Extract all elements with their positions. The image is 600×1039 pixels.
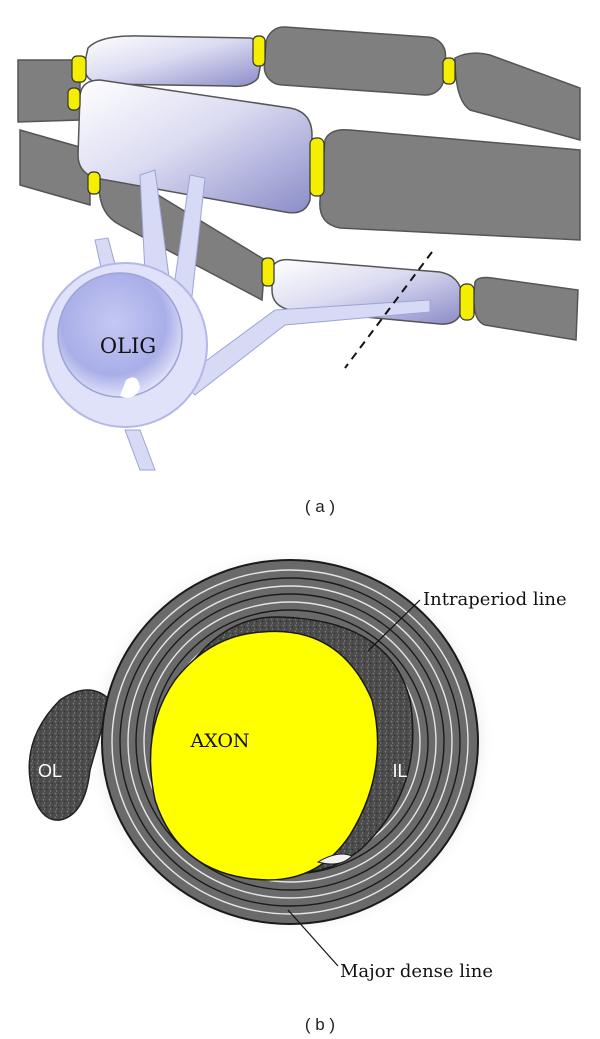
- caption-a: ( a ): [305, 497, 335, 516]
- panel-a: OLIG ( a ): [17, 26, 581, 516]
- axon-label: AXON: [189, 730, 249, 752]
- oligodendrocyte-soma: OLIG: [42, 262, 208, 428]
- nodes-of-ranvier: [67, 35, 475, 321]
- il-label: IL: [392, 761, 407, 781]
- olig-label: OLIG: [100, 334, 156, 358]
- axon-top: [17, 26, 581, 141]
- intraperiod-callout-line: [367, 599, 421, 652]
- cross-section-line: [344, 251, 433, 369]
- caption-b: ( b ): [305, 1015, 335, 1034]
- major-dense-label: Major dense line: [340, 961, 493, 982]
- major-dense-callout-line: [287, 909, 339, 967]
- intraperiod-label: Intraperiod line: [423, 589, 567, 610]
- axon: [149, 630, 379, 881]
- ol-label: OL: [38, 761, 62, 781]
- panel-b: AXON OL IL Intraperiod line Major dense …: [28, 547, 567, 1034]
- axon-middle: [19, 128, 581, 241]
